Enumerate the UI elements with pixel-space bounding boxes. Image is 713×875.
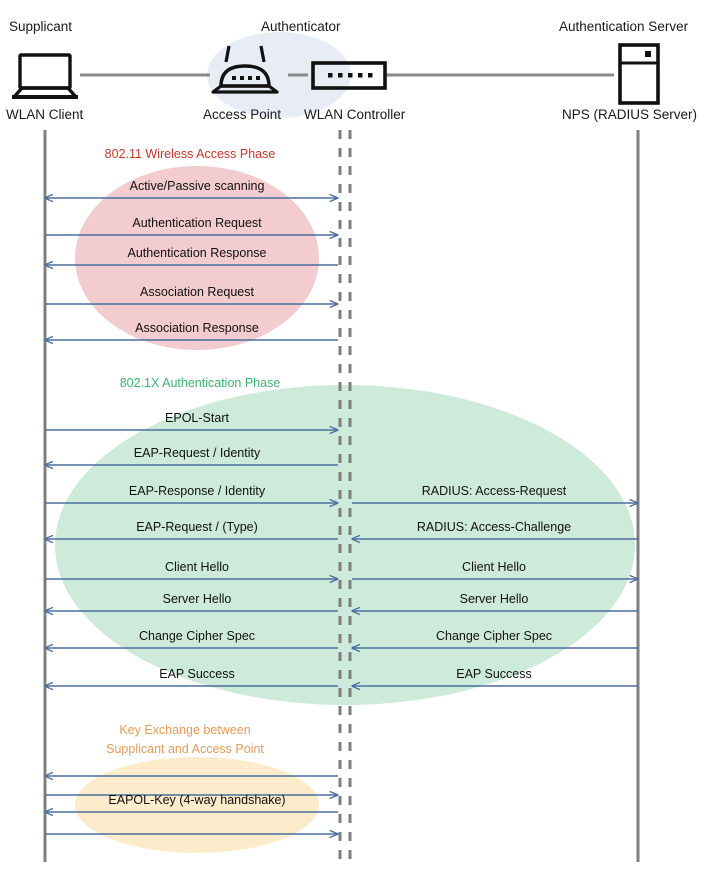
message-label: Server Hello xyxy=(162,592,232,606)
message-label: Association Request xyxy=(140,285,254,299)
message-label: RADIUS: Access-Request xyxy=(421,484,567,498)
actor-device-nps: NPS (RADIUS Server) xyxy=(562,107,698,122)
ellipse-8021x-phase xyxy=(55,385,635,705)
server-icon xyxy=(618,43,660,105)
ellipse-key-phase xyxy=(75,757,319,853)
message-label: Change Cipher Spec xyxy=(138,629,256,643)
authenticator-group-ellipse xyxy=(207,32,351,118)
actor-role-authentication-server: Authentication Server xyxy=(559,19,689,34)
laptop-icon xyxy=(12,53,78,99)
message-label: Client Hello xyxy=(462,560,526,574)
message-label: EAP-Response / Identity xyxy=(128,484,266,498)
lifelines xyxy=(43,130,640,862)
message-label: Server Hello xyxy=(459,592,529,606)
message-label: EAPOL-Key (4-way handshake) xyxy=(108,793,286,807)
message-label: Active/Passive scanning xyxy=(129,179,265,193)
message-label: EAP-Request / Identity xyxy=(133,446,261,460)
message-label: Authentication Request xyxy=(132,216,262,230)
message-label: Client Hello xyxy=(165,560,229,574)
message-label: Authentication Response xyxy=(127,246,267,260)
wlan-controller-icon xyxy=(311,61,387,90)
phase-label-8021x: 802.1X Authentication Phase xyxy=(119,376,281,390)
message-label: EPOL-Start xyxy=(165,411,229,425)
message-label: RADIUS: Access-Challenge xyxy=(416,520,572,534)
actor-role-supplicant: Supplicant xyxy=(9,19,73,34)
actor-device-wlan-client: WLAN Client xyxy=(6,107,84,122)
phase-label-80211: 802.11 Wireless Access Phase xyxy=(104,147,276,161)
message-label: EAP-Request / (Type) xyxy=(136,520,258,534)
message-label: Association Response xyxy=(135,321,259,335)
phase-label-key-line-2: Supplicant and Access Point xyxy=(106,742,264,756)
message-label: EAP Success xyxy=(456,667,532,681)
actor-role-authenticator: Authenticator xyxy=(261,19,341,34)
message-label: Change Cipher Spec xyxy=(435,629,553,643)
phase-label-key-exchange: Key Exchange between Supplicant and Acce… xyxy=(106,721,264,759)
phase-label-key-line-1: Key Exchange between xyxy=(119,723,251,737)
access-point-icon xyxy=(211,45,279,94)
message-arrows xyxy=(45,198,638,834)
actor-device-wlan-controller: WLAN Controller xyxy=(304,107,406,122)
message-label: EAP Success xyxy=(159,667,235,681)
actor-device-access-point: Access Point xyxy=(203,107,282,122)
